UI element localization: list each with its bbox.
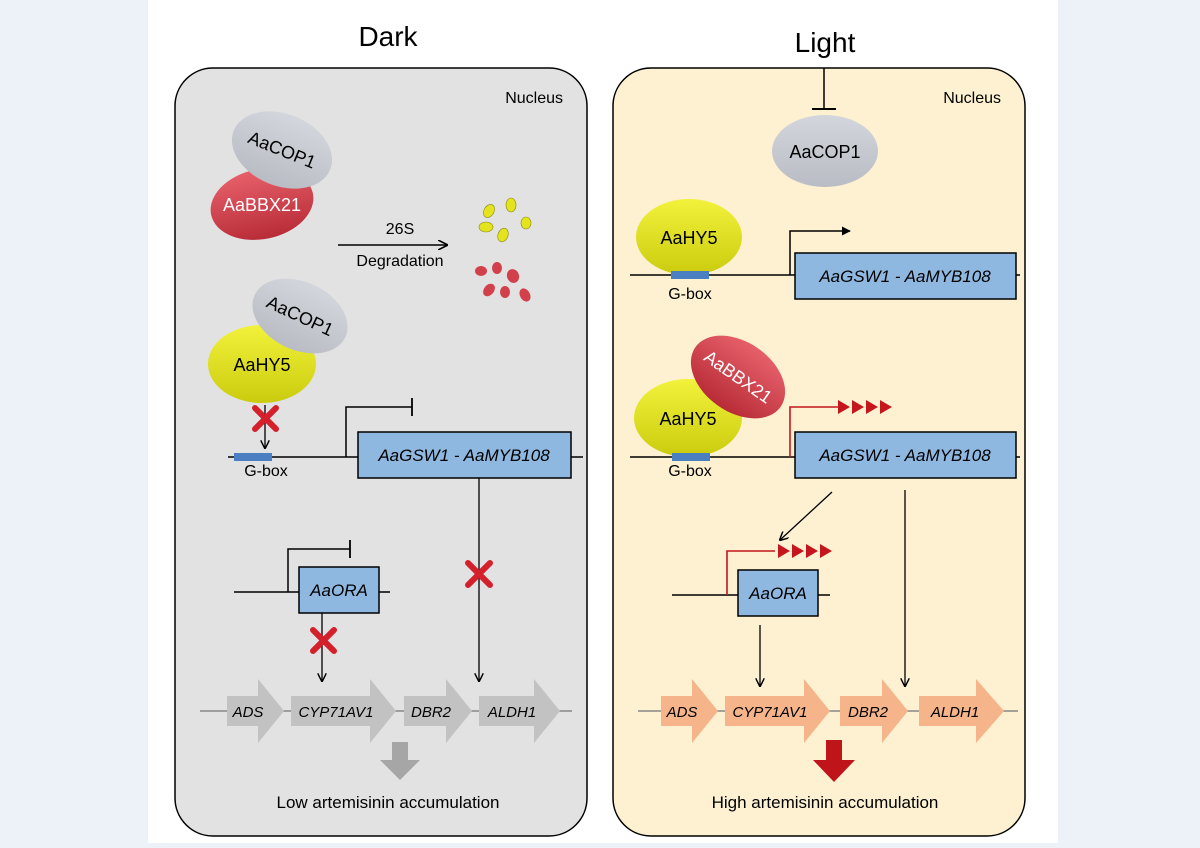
light-hy5-top-ellipse (636, 199, 742, 275)
light-nucleus-label: Nucleus (943, 90, 1001, 107)
degraded-fragments (475, 197, 532, 302)
dark-gsw1-block-x-icon (465, 560, 493, 588)
dark-panel: Dark Nucleus AaBBX21 AaCOP1 26S Degradat… (174, 21, 588, 837)
light-panel: Light Nucleus AaCOP1 AaHY5 G-box AaGSW1 … (612, 27, 1026, 837)
light-pathway-gene-dbr2: DBR2 (840, 679, 908, 743)
dark-cop1-top-ellipse (231, 111, 333, 189)
degradation-label: Degradation (356, 253, 443, 270)
degradation-26s-label: 26S (386, 221, 414, 238)
light-bbx21-ellipse (690, 335, 786, 419)
light-gsw1-strong-activation (789, 400, 892, 457)
dark-low-output-arrow (380, 742, 420, 780)
light-gsw1-to-ora-arrow (780, 491, 833, 540)
light-ora-box (737, 569, 819, 617)
light-gsw1-myb108-top-box (794, 252, 1017, 300)
dark-gbox (234, 453, 272, 461)
light-pathway-gene-cyp71av1: CYP71AV1 (725, 679, 830, 743)
dark-gene-cyp71av1-label: CYP71AV1 (298, 704, 373, 721)
light-gbox-top (671, 271, 709, 279)
light-gene-dbr2-label: DBR2 (848, 704, 889, 721)
light-gene-aldh1-label: ALDH1 (930, 704, 979, 721)
dark-ora-block-x-icon (310, 627, 337, 654)
dark-pathway-gene-ads: ADS (227, 679, 284, 743)
light-cop1-label: AaCOP1 (789, 142, 860, 162)
dark-hy5-block-x-icon (252, 405, 279, 432)
dark-cop1-mid-ellipse (252, 278, 348, 354)
light-gbox-top-label: G-box (668, 286, 712, 303)
light-hy5-top-label: AaHY5 (660, 228, 717, 248)
light-gsw1-activation-top (789, 226, 851, 275)
dark-pathway-gene-cyp71av1: CYP71AV1 (291, 679, 396, 743)
dark-gsw1-repression (345, 406, 412, 457)
light-ora-strong-activation (726, 544, 832, 595)
dark-ora-box (298, 566, 380, 614)
light-pathway-gene-aldh1: ALDH1 (919, 679, 1004, 743)
dark-pathway-gene-aldh1: ALDH1 (479, 679, 560, 743)
light-high-output-arrow (813, 740, 855, 782)
dark-hy5-label: AaHY5 (233, 355, 290, 375)
dark-gsw1-myb108-label: AaGSW1 - AaMYB108 (377, 446, 550, 465)
dark-gbox-label: G-box (244, 463, 288, 480)
dark-gsw1-myb108-box (357, 431, 572, 479)
light-gsw1-myb108-bottom-box (794, 431, 1017, 479)
light-outcome-label: High artemisinin accumulation (712, 793, 939, 812)
light-cop1-ellipse (772, 115, 878, 187)
light-panel-title: Light (795, 27, 856, 58)
light-gbox-bottom (672, 453, 710, 461)
light-gene-ads-label: ADS (666, 704, 698, 721)
dark-outcome-label: Low artemisinin accumulation (277, 793, 500, 812)
light-gbox-bottom-label: G-box (668, 463, 712, 480)
light-pathway-gene-ads: ADS (661, 679, 718, 743)
light-ora-label: AaORA (748, 584, 807, 603)
dark-bbx21-label: AaBBX21 (223, 195, 301, 215)
light-gsw1-myb108-top-label: AaGSW1 - AaMYB108 (818, 267, 991, 286)
dark-ora-label: AaORA (309, 581, 368, 600)
light-gsw1-myb108-bottom-label: AaGSW1 - AaMYB108 (818, 446, 991, 465)
dark-gene-dbr2-label: DBR2 (411, 704, 452, 721)
dark-panel-title: Dark (358, 21, 418, 52)
dark-gene-ads-label: ADS (232, 704, 264, 721)
dark-pathway-gene-dbr2: DBR2 (404, 679, 472, 743)
dark-ora-repression (287, 548, 350, 592)
dark-nucleus-label: Nucleus (505, 90, 563, 107)
dark-gene-aldh1-label: ALDH1 (487, 704, 536, 721)
light-gene-cyp71av1-label: CYP71AV1 (732, 704, 807, 721)
light-hy5-bottom-label: AaHY5 (659, 409, 716, 429)
